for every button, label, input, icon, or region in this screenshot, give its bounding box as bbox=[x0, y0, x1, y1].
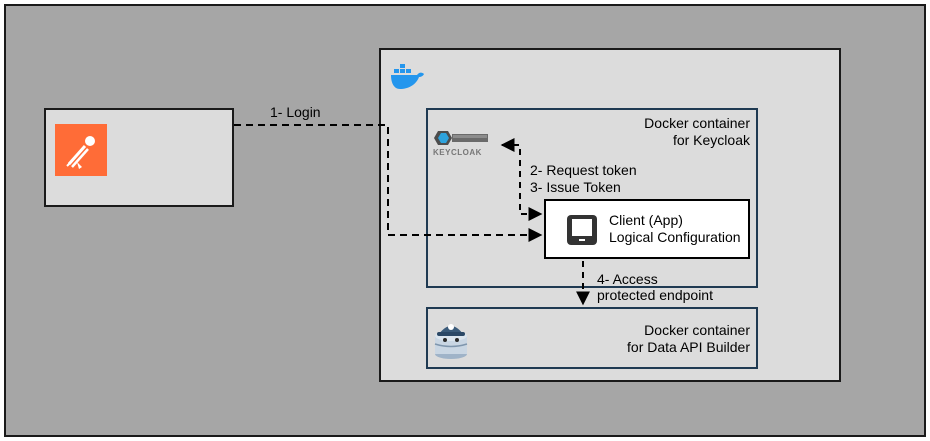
keycloak-logo-text: KEYCLOAK bbox=[433, 148, 482, 157]
data-api-builder-icon bbox=[431, 316, 471, 360]
keycloak-container-label: Docker container for Keycloak bbox=[560, 115, 750, 149]
client-app-line1: Client (App) bbox=[609, 212, 683, 228]
keycloak-container-line1: Docker container bbox=[644, 115, 750, 131]
access-edge-line1: 4- Access bbox=[597, 271, 658, 287]
dab-container-line2: for Data API Builder bbox=[627, 339, 750, 355]
data-api-builder-container bbox=[426, 307, 758, 369]
issue-token-label: 3- Issue Token bbox=[530, 179, 621, 195]
login-edge-label: 1- Login bbox=[270, 104, 321, 120]
client-app-line2: Logical Configuration bbox=[609, 229, 741, 245]
login-connector bbox=[234, 124, 543, 242]
client-app-label: Client (App) Logical Configuration bbox=[609, 212, 741, 246]
docker-icon bbox=[390, 62, 426, 90]
dab-container-label: Docker container for Data API Builder bbox=[540, 322, 750, 356]
access-edge-label: 4- Access protected endpoint bbox=[597, 271, 713, 303]
tablet-icon bbox=[566, 214, 598, 246]
request-token-label: 2- Request token bbox=[530, 162, 637, 178]
postman-icon bbox=[55, 124, 107, 176]
keycloak-container-line2: for Keycloak bbox=[672, 132, 750, 148]
keycloak-logo: KEYCLOAK bbox=[432, 130, 492, 162]
dab-container-line1: Docker container bbox=[644, 322, 750, 338]
access-edge-line2: protected endpoint bbox=[597, 287, 713, 303]
